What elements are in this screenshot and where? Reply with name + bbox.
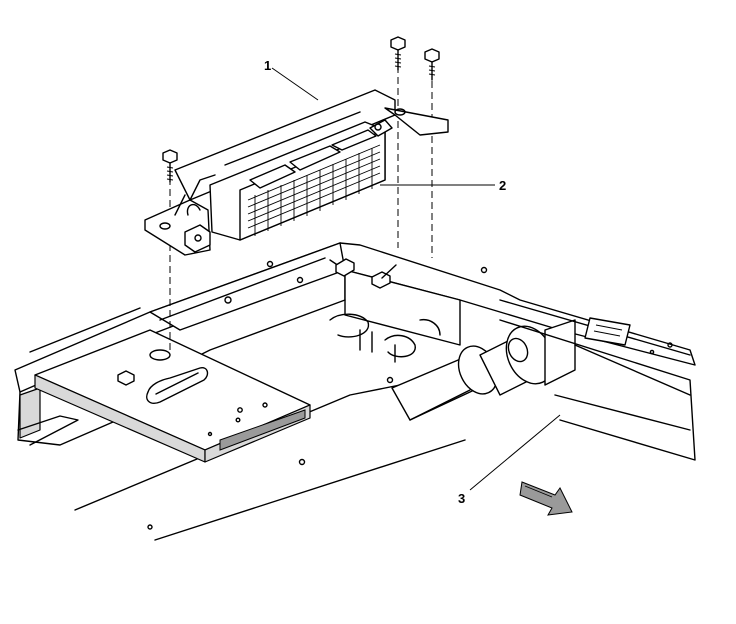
callout-1-label: 1 bbox=[264, 58, 271, 73]
ecm-module bbox=[184, 119, 393, 253]
nut-clip-right bbox=[371, 264, 397, 289]
callout-2-label: 2 bbox=[499, 178, 506, 193]
nut-clip-left bbox=[335, 258, 355, 277]
alignment-lines bbox=[169, 55, 433, 355]
bolt-center bbox=[390, 36, 406, 71]
underbody-brackets bbox=[329, 313, 441, 363]
forward-arrow-icon bbox=[519, 481, 573, 516]
mounting-plate bbox=[34, 329, 311, 463]
drive-shaft bbox=[391, 299, 696, 461]
bolt-left bbox=[162, 149, 178, 183]
callout-leaders bbox=[271, 67, 561, 491]
bolt-right bbox=[424, 48, 440, 81]
callout-3-label: 3 bbox=[458, 491, 465, 506]
